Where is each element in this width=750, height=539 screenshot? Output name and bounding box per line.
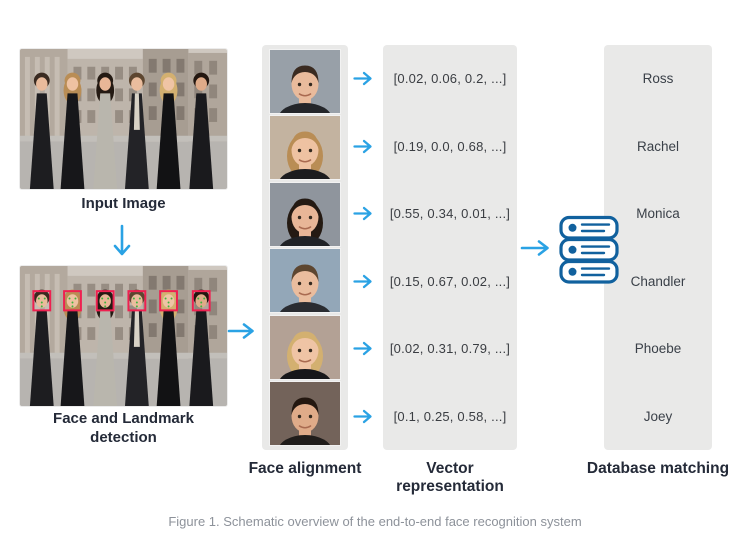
aligned-face-thumbnail xyxy=(262,48,348,115)
input-image-photo xyxy=(19,48,228,190)
vector-representation-panel: [0.02, 0.06, 0.2, ...] [0.19, 0.0, 0.68, … xyxy=(383,45,517,450)
arrow-right-icon xyxy=(350,383,378,451)
aligned-face-thumbnail xyxy=(262,381,348,448)
arrow-right-icon xyxy=(350,180,378,248)
vector-value: [0.15, 0.67, 0.02, ...] xyxy=(389,273,511,289)
input-image-label: Input Image xyxy=(81,195,166,212)
aligned-face-thumbnail xyxy=(262,181,348,248)
vector-value: [0.02, 0.06, 0.2, ...] xyxy=(393,71,507,87)
face-alignment-panel xyxy=(262,45,348,450)
vector-value: [0.02, 0.31, 0.79, ...] xyxy=(389,341,511,357)
database-matching-heading: Database matching xyxy=(586,460,730,477)
detection-label: Face and Landmark detection xyxy=(53,410,194,446)
arrow-right-icon xyxy=(227,322,257,340)
aligned-face-thumbnail xyxy=(262,248,348,315)
database-name: Chandler xyxy=(630,273,686,289)
face-to-vector-arrows xyxy=(350,45,378,450)
arrow-right-icon xyxy=(350,315,378,383)
vector-value: [0.55, 0.34, 0.01, ...] xyxy=(389,206,511,222)
aligned-face-thumbnail xyxy=(262,314,348,381)
database-name: Phoebe xyxy=(634,341,682,357)
database-name: Joey xyxy=(643,408,673,424)
database-name: Monica xyxy=(636,206,680,222)
vector-value: [0.1, 0.25, 0.58, ...] xyxy=(393,408,507,424)
database-name: Rachel xyxy=(636,138,680,154)
arrow-right-icon xyxy=(350,113,378,181)
face-landmark-detection-photo xyxy=(19,265,228,407)
arrow-right-icon xyxy=(350,248,378,316)
vector-value: [0.19, 0.0, 0.68, ...] xyxy=(393,138,507,154)
arrow-right-icon xyxy=(520,239,552,257)
arrow-down-icon xyxy=(111,224,133,260)
database-server-icon xyxy=(558,215,620,285)
arrow-right-icon xyxy=(350,45,378,113)
aligned-face-thumbnail xyxy=(262,115,348,182)
face-alignment-heading: Face alignment xyxy=(248,460,362,477)
vector-representation-heading: Vector representation xyxy=(396,460,504,495)
figure-caption: Figure 1. Schematic overview of the end-… xyxy=(168,514,582,529)
database-name: Ross xyxy=(642,71,674,87)
